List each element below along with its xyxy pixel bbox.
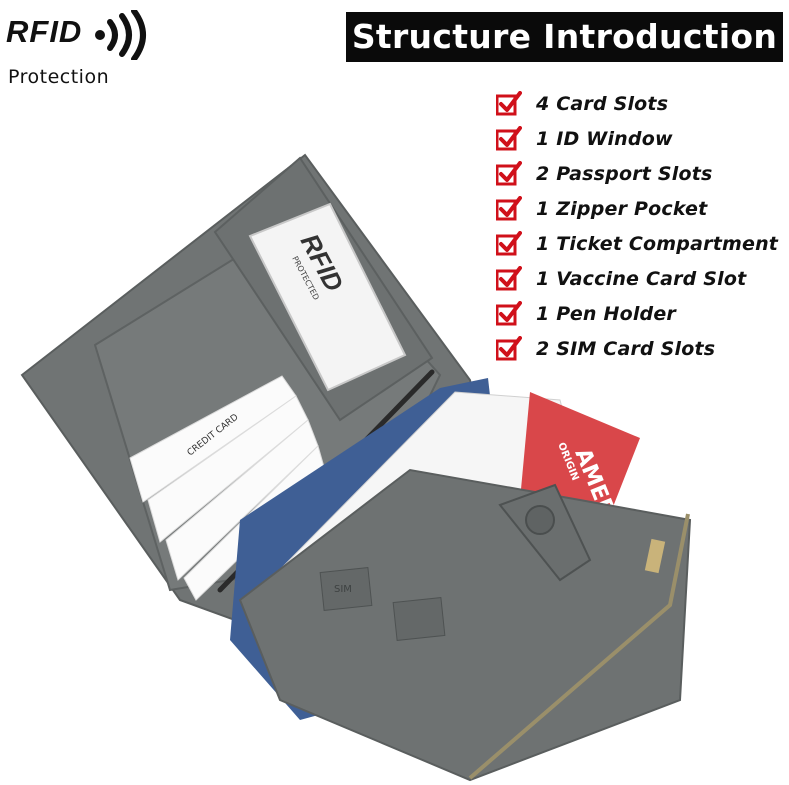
checkmark-icon (496, 125, 522, 150)
feature-label: 1 ID Window (536, 127, 673, 150)
checkmark-icon (496, 335, 522, 360)
passport-wallet-image: RFID PROTECTED CREDIT CARD AMER ORIGIN S… (20, 153, 692, 782)
rfid-subtitle: Protection (8, 66, 110, 88)
feature-list: 4 Card Slots 1 ID Window 2 Passport Slot… (496, 86, 786, 366)
page-title: Structure Introduction (346, 12, 783, 62)
feature-item: 2 Passport Slots (496, 156, 786, 191)
feature-item: 1 Pen Holder (496, 296, 786, 331)
card-slots: CREDIT CARD (129, 375, 327, 601)
feature-label: 1 Zipper Pocket (536, 197, 708, 220)
checkmark-icon (496, 195, 522, 220)
feature-label: 1 Pen Holder (536, 302, 677, 325)
rfid-protection-badge: RFID Protection (6, 10, 156, 90)
feature-label: 1 Ticket Compartment (536, 232, 779, 255)
checkmark-icon (496, 230, 522, 255)
checkmark-icon (496, 90, 522, 115)
sim-label: SIM (334, 584, 352, 595)
checkmark-icon (496, 265, 522, 290)
id-window: RFID PROTECTED (248, 202, 407, 392)
feature-label: 2 SIM Card Slots (536, 337, 716, 360)
rfid-logo-text: RFID (6, 14, 83, 49)
feature-item: 1 Zipper Pocket (496, 191, 786, 226)
feature-label: 2 Passport Slots (536, 162, 713, 185)
feature-item: 1 Vaccine Card Slot (496, 261, 786, 296)
signal-waves-icon (95, 10, 146, 60)
feature-label: 1 Vaccine Card Slot (536, 267, 747, 290)
feature-label: 4 Card Slots (536, 92, 669, 115)
checkmark-icon (496, 300, 522, 325)
zipper (468, 513, 690, 780)
feature-item: 1 Ticket Compartment (496, 226, 786, 261)
checkmark-icon (496, 160, 522, 185)
sim-card-slots: SIM (319, 567, 446, 641)
feature-item: 1 ID Window (496, 121, 786, 156)
snap-button (525, 505, 555, 535)
zipper-pull (644, 538, 666, 574)
feature-item: 4 Card Slots (496, 86, 786, 121)
feature-item: 2 SIM Card Slots (496, 331, 786, 366)
